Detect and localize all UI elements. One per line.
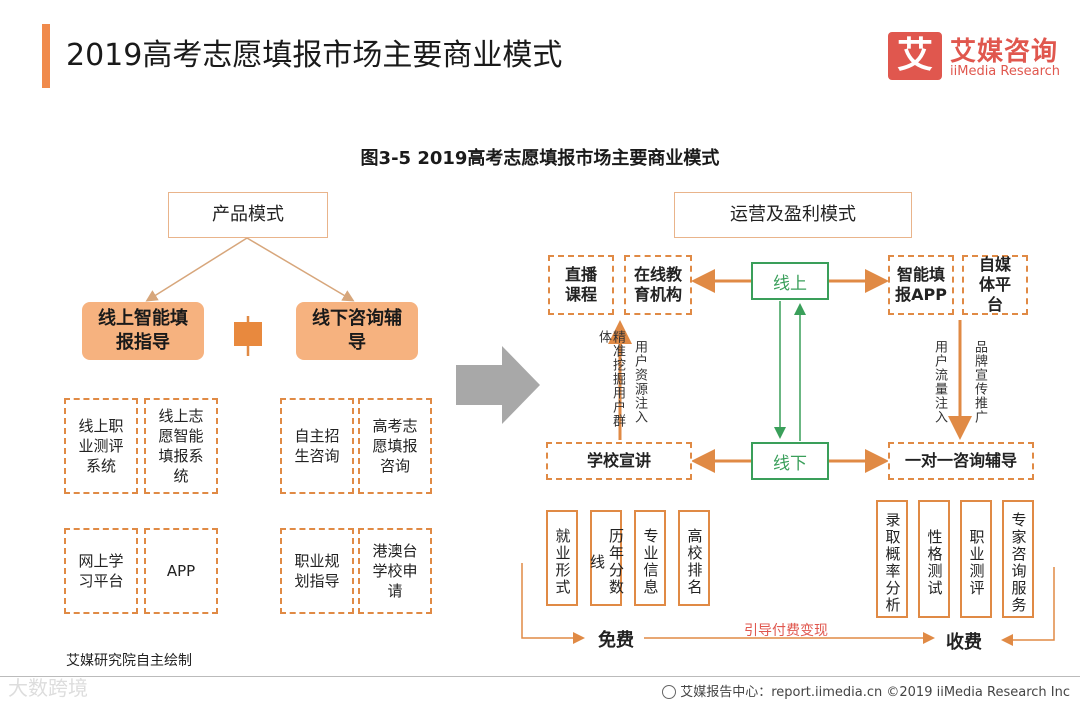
online-education-node: 在线教育机构 <box>624 255 692 315</box>
self-media-node: 自媒体平台 <box>962 255 1028 315</box>
label-resource-injection: 用户资源注入 <box>632 340 647 424</box>
smart-app-node: 智能填报APP <box>888 255 954 315</box>
credit-text: 艾媒研究院自主绘制 <box>66 653 192 669</box>
product-mode-header: 产品模式 <box>168 192 328 238</box>
paid-item-career-assessment: 职业测评 <box>960 500 992 618</box>
paid-item-expert-consulting: 专家咨询服务 <box>1002 500 1034 618</box>
footer-source: 艾媒报告中心：report.iimedia.cn ©2019 iiMedia R… <box>662 681 1070 700</box>
free-item-label: 历年分数线 <box>588 528 625 596</box>
item-label: 高考志愿填报咨询 <box>372 417 418 475</box>
figure-title: 图3-5 2019高考志愿填报市场主要商业模式 <box>360 148 720 169</box>
tree-line-left <box>145 237 248 302</box>
offline-node: 线下 <box>751 442 829 480</box>
node-label: 自媒体平台 <box>978 255 1011 314</box>
one-on-one-node: 一对一咨询辅导 <box>888 442 1034 480</box>
item-label: 线上职业测评系统 <box>78 417 124 475</box>
free-item-label: 专业信息 <box>641 528 660 596</box>
product-item-hk-macau-taiwan: 港澳台学校申请 <box>358 528 432 614</box>
product-item-career-planning: 职业规划指导 <box>280 528 354 614</box>
product-item-online-assessment: 线上职业测评系统 <box>64 398 138 494</box>
node-label: 直播课程 <box>564 265 597 304</box>
item-label: 自主招生咨询 <box>294 427 340 465</box>
online-node: 线上 <box>751 262 829 300</box>
paid-item-label: 性格测试 <box>925 529 944 597</box>
paid-label: 收费 <box>946 632 982 653</box>
product-item-app: APP <box>144 528 218 614</box>
free-label: 免费 <box>598 630 634 651</box>
item-label: 线上志愿智能填报系统 <box>158 407 204 485</box>
product-item-independent-admission: 自主招生咨询 <box>280 398 354 494</box>
transition-arrow-icon <box>456 346 540 424</box>
paid-item-admission-probability: 录取概率分析 <box>876 500 908 618</box>
node-label: 在线教育机构 <box>633 265 682 304</box>
paid-item-label: 专家咨询服务 <box>1009 512 1028 614</box>
free-item-major-info: 专业信息 <box>634 510 666 606</box>
label-precise-mining: 精准挖掘用户群体 <box>596 330 625 428</box>
free-item-label: 高校排名 <box>685 528 704 596</box>
item-label: 网上学习平台 <box>78 552 124 590</box>
label-brand-promotion: 品牌宣传推广 <box>972 340 987 424</box>
paid-item-personality-test: 性格测试 <box>918 500 950 618</box>
paid-item-label: 录取概率分析 <box>883 512 902 614</box>
free-item-score-lines: 历年分数线 <box>588 510 625 606</box>
logo-icon: 艾 <box>888 32 942 80</box>
item-label: 职业规划指导 <box>294 552 340 590</box>
online-smart-guidance: 线上智能填报指导 <box>82 302 204 360</box>
label-traffic-injection: 用户流量注入 <box>932 340 947 424</box>
logo-subtitle: iiMedia Research <box>950 64 1061 79</box>
item-label: 港澳台学校申请 <box>372 542 418 600</box>
title-accent-bar <box>42 24 50 88</box>
offline-consulting-label: 线下咨询辅导 <box>312 308 402 353</box>
watermark-text: 大数跨境 <box>8 676 88 700</box>
globe-icon <box>662 685 677 699</box>
online-smart-guidance-label: 线上智能填报指导 <box>98 308 188 353</box>
paid-item-label: 职业测评 <box>967 529 986 597</box>
offline-consulting: 线下咨询辅导 <box>296 302 418 360</box>
operation-mode-header: 运营及盈利模式 <box>674 192 912 238</box>
free-item-university-ranking: 高校排名 <box>678 510 710 606</box>
live-course-node: 直播课程 <box>548 255 614 315</box>
tree-line-right <box>246 237 355 302</box>
guide-paid-label: 引导付费变现 <box>744 623 828 639</box>
page-title: 2019高考志愿填报市场主要商业模式 <box>66 38 563 73</box>
separator-icon <box>234 322 262 346</box>
footer-divider <box>0 676 1080 677</box>
school-promotion-node: 学校宣讲 <box>546 442 692 480</box>
footer-source-text: 艾媒报告中心：report.iimedia.cn ©2019 iiMedia R… <box>680 685 1070 700</box>
free-item-employment: 就业形式 <box>546 510 578 606</box>
product-item-volunteer-consulting: 高考志愿填报咨询 <box>358 398 432 494</box>
item-label: APP <box>166 562 196 580</box>
logo-name: 艾媒咨询 <box>950 37 1059 67</box>
product-item-online-filling-system: 线上志愿智能填报系统 <box>144 398 218 494</box>
node-label: 智能填报APP <box>895 265 947 304</box>
product-item-learning-platform: 网上学习平台 <box>64 528 138 614</box>
free-item-label: 就业形式 <box>553 528 572 596</box>
